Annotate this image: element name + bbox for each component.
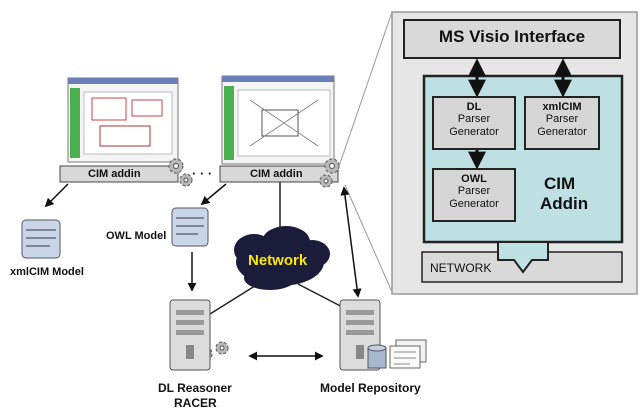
dl-module-line2: Generator [449, 126, 499, 138]
arrow-to-xmlcim [44, 183, 69, 208]
owl-parser-generator-box: OWL Parser Generator [432, 168, 516, 222]
cim-addin-left-label: CIM addin [88, 168, 141, 180]
xmlcim-module-line2: Generator [537, 126, 587, 138]
model-repository-label: Model Repository [320, 381, 421, 395]
xmlcim-module-line1: Parser [545, 113, 579, 125]
cim-addin-bar-left [59, 165, 179, 183]
xmlcim-module-title: xmlCIM [542, 101, 582, 113]
arrow-to-owl [200, 183, 227, 206]
ellipsis: · · · [192, 166, 213, 181]
zoom-line-bottom [344, 184, 393, 293]
ms-visio-interface-label: MS Visio Interface [438, 27, 586, 46]
ms-visio-interface-box [403, 19, 621, 59]
addin-to-network-arrow [497, 241, 549, 274]
owl-module-line2: Generator [449, 198, 499, 210]
cim-addin-right-label: CIM addin [250, 168, 303, 180]
owl-module-line1: Parser [457, 185, 491, 197]
dl-module-title: DL [466, 101, 482, 113]
visio-screenshot-left [67, 77, 179, 163]
link-network-reasoner [209, 283, 259, 315]
xmlcim-parser-generator-box: xmlCIM Parser Generator [524, 96, 600, 150]
xmlcim-model-label: xmlCIM Model [10, 266, 84, 278]
owl-model-label: OWL Model [106, 230, 167, 242]
cim-addin-bar-right [219, 165, 339, 183]
network-cloud-label: Network [248, 252, 308, 269]
documents-stack-icon [389, 339, 427, 369]
dl-reasoner-server-icon [169, 299, 211, 371]
network-strip-label: NETWORK [430, 261, 492, 275]
dl-reasoner-label: DL Reasoner [158, 381, 232, 395]
dl-module-line1: Parser [457, 113, 491, 125]
owl-model-scroll-icon [171, 207, 209, 247]
dl-parser-generator-box: DL Parser Generator [432, 96, 516, 150]
owl-module-title: OWL [461, 173, 487, 185]
racer-label: RACER [174, 396, 217, 410]
visio-screenshot-right [221, 75, 335, 165]
cim-label: CIM [544, 174, 576, 193]
addin-label: Addin [540, 194, 589, 213]
database-icon [367, 344, 387, 369]
arrow-addin-repository [340, 186, 362, 298]
zoom-line-top [334, 11, 393, 179]
xmlcim-model-scroll-icon [21, 219, 61, 259]
